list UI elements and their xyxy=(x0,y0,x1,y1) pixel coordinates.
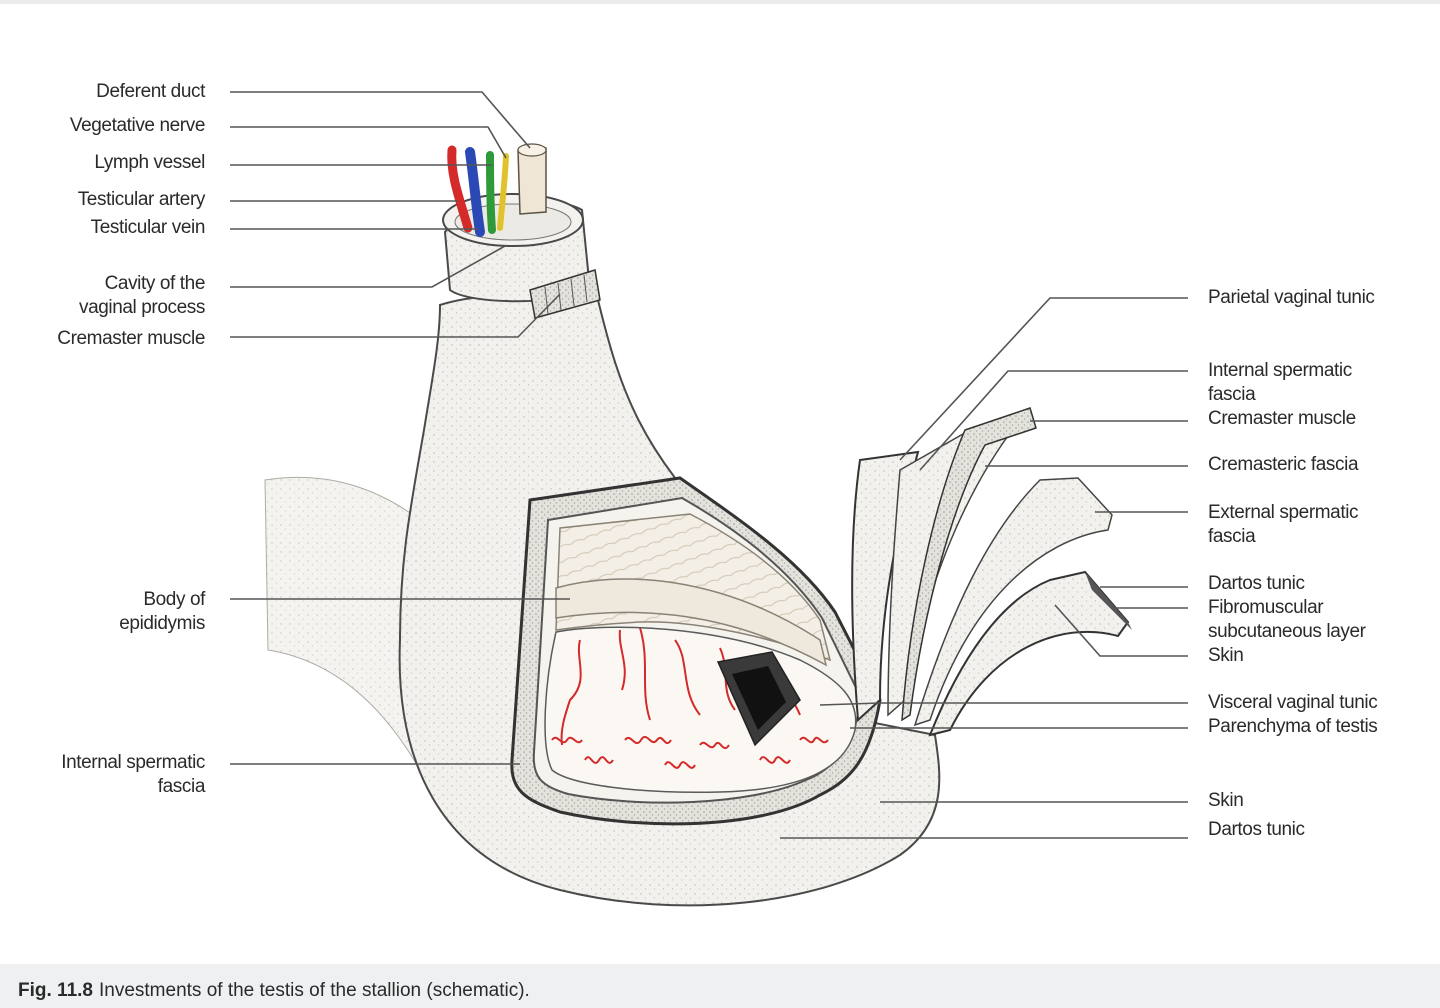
skin-flap-edge xyxy=(1085,572,1132,630)
cremaster-band-stripes xyxy=(544,274,588,315)
testicular-vein-shape xyxy=(465,147,485,237)
label-cavity-vaginal-process: Cavity of the vaginal process xyxy=(78,273,205,318)
deferent-duct-shape xyxy=(517,147,547,215)
label-skin-upper: Skin xyxy=(1208,645,1244,666)
label-lymph-vessel: Lymph vessel xyxy=(94,152,205,173)
label-dartos-tunic-upper: Dartos tunic xyxy=(1208,573,1305,594)
label-cremasteric-fascia: Cremasteric fascia xyxy=(1208,454,1359,475)
label-cremaster-muscle-left: Cremaster muscle xyxy=(57,328,205,349)
testicular-artery-shape xyxy=(447,145,473,233)
label-internal-spermatic-fascia-right: Internal spermatic fascia xyxy=(1208,360,1352,405)
epididymis-band xyxy=(555,578,828,667)
top-strip xyxy=(0,0,1440,4)
label-visceral-vaginal-tunic: Visceral vaginal tunic xyxy=(1208,692,1378,713)
vegetative-nerve-shape xyxy=(497,153,509,231)
figure-number: Fig. 11.8 xyxy=(18,980,93,1001)
lymph-vessel-shape xyxy=(486,151,496,234)
deferent-duct-top xyxy=(517,143,547,157)
label-cremaster-muscle-right: Cremaster muscle xyxy=(1208,408,1356,429)
label-testicular-vein: Testicular vein xyxy=(90,217,206,238)
label-deferent-duct: Deferent duct xyxy=(96,81,205,102)
caption-text: Investments of the testis of the stallio… xyxy=(98,980,530,1001)
label-testicular-artery: Testicular artery xyxy=(77,189,206,210)
label-dartos-tunic-lower: Dartos tunic xyxy=(1208,819,1305,840)
label-fibromuscular-layer: Fibromuscular subcutaneous layer xyxy=(1208,597,1366,642)
leader-lines-left xyxy=(230,91,570,765)
label-skin-lower: Skin xyxy=(1208,790,1244,811)
background-fold xyxy=(264,476,421,772)
cremaster-layer xyxy=(901,407,1037,722)
label-parietal-vaginal-tunic: Parietal vaginal tunic xyxy=(1208,287,1375,308)
label-parenchyma-of-testis: Parenchyma of testis xyxy=(1208,716,1378,737)
caption-bar xyxy=(0,964,1440,1008)
label-external-spermatic-fascia: External spermatic fascia xyxy=(1208,502,1359,547)
dartos-layer xyxy=(928,570,1130,737)
label-body-of-epididymis: Body of epididymis xyxy=(119,589,205,634)
parenchyma-cut-inner xyxy=(732,666,786,730)
label-internal-spermatic-fascia-left: Internal spermatic fascia xyxy=(61,752,205,797)
leader-lines-right xyxy=(780,297,1188,839)
label-vegetative-nerve: Vegetative nerve xyxy=(69,115,206,136)
external-fascia-layer xyxy=(913,477,1113,727)
